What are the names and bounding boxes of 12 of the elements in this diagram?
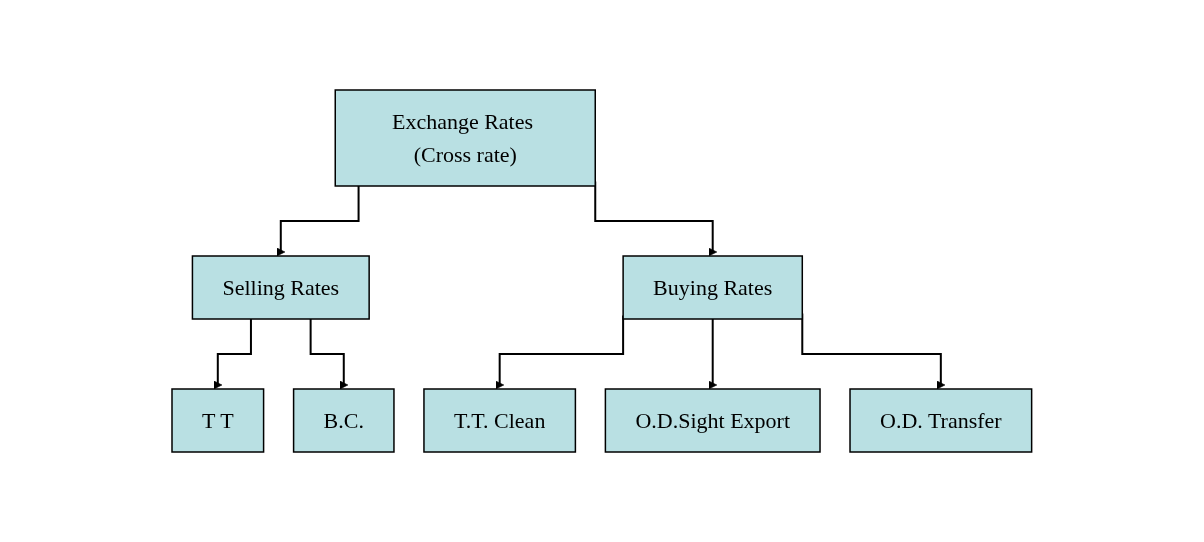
node-box: O.D.Sight Export [604,388,821,453]
node-box: B.C. [293,388,395,453]
arrow [276,185,360,257]
arrow [708,318,718,390]
arrow [213,318,253,390]
arrow [309,318,349,390]
node-box: T.T. Clean [423,388,577,453]
node-box: T T [171,388,265,453]
node-box: Selling Rates [191,255,371,320]
node-box: Buying Rates [622,255,804,320]
node-box: O.D. Transfer [849,388,1033,453]
node-box: Exchange Rates (Cross rate) [334,89,597,187]
